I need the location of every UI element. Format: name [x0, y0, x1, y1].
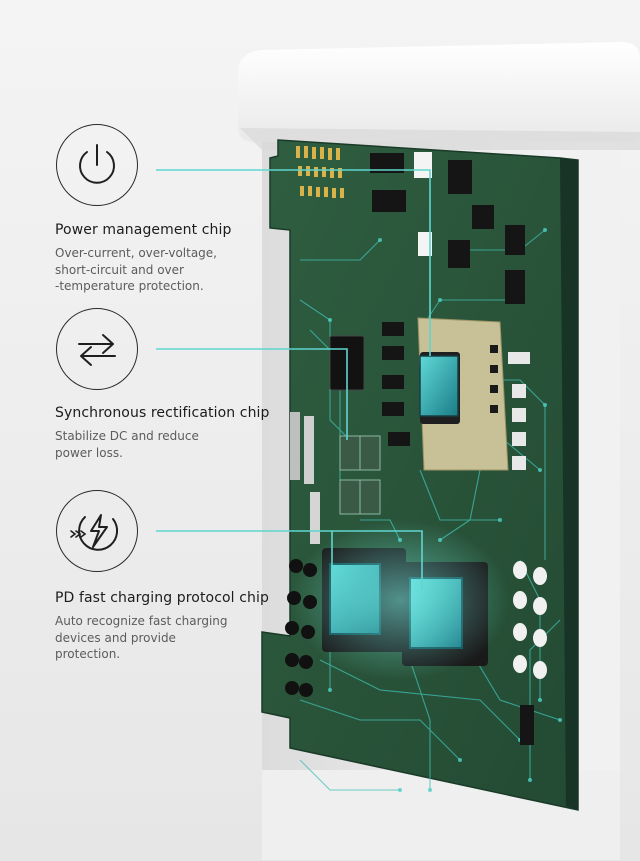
callout-lines: [156, 169, 431, 590]
feature-title: PD fast charging protocol chip: [55, 590, 269, 606]
feature-title: Synchronous rectification chip: [55, 405, 270, 421]
resistors: [508, 352, 530, 470]
feature-pd-fast-charging: PD fast charging protocol chip Auto reco…: [55, 590, 285, 663]
module-pads: [490, 345, 498, 413]
white-component: [414, 152, 432, 178]
power-icon: [79, 144, 115, 184]
round-capacitors-right: [513, 561, 547, 679]
feature-description: Auto recognize fast charging devices and…: [55, 614, 228, 661]
feature-description: Stabilize DC and reduce power loss.: [55, 429, 199, 460]
smd-components: [370, 153, 534, 745]
mosfets: [339, 435, 381, 515]
chip-glow: [290, 520, 510, 680]
housing-lid: [238, 42, 640, 142]
power-chip-die: [419, 355, 459, 417]
feature-power-management: Power management chip Over-current, over…: [55, 222, 285, 295]
pin-header: [296, 146, 344, 198]
sync-icon-circle: [56, 308, 138, 390]
sync-arrows-icon: [78, 334, 116, 366]
round-capacitors-left: [285, 559, 317, 697]
callout-line-power: [156, 169, 431, 356]
feature-description: Over-current, over-voltage, short-circui…: [55, 246, 217, 293]
callout-line-sync: [156, 348, 348, 440]
pcb-edge: [560, 158, 578, 810]
feature-title: Power management chip: [55, 222, 232, 238]
callout-line-pd: [156, 530, 423, 590]
capacitors-left: [290, 412, 320, 544]
housing-right-wall: [575, 150, 620, 810]
white-component: [418, 232, 432, 256]
power-icon-circle: [56, 124, 138, 206]
fast-charge-icon-circle: [56, 490, 138, 572]
fast-charge-icon: [70, 514, 119, 551]
feature-synchronous-rectification: Synchronous rectification chip Stabilize…: [55, 405, 285, 461]
